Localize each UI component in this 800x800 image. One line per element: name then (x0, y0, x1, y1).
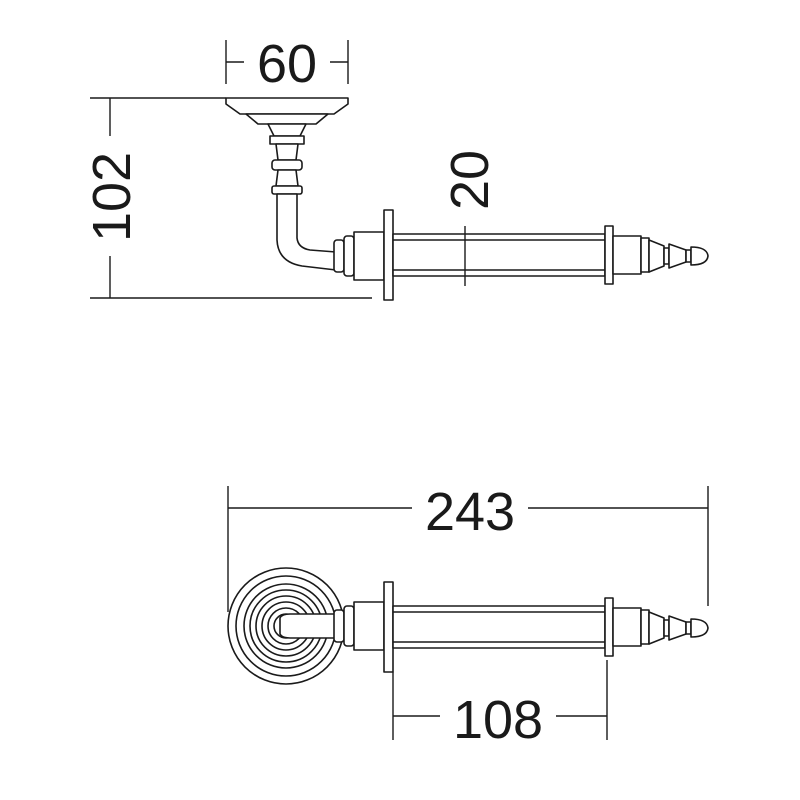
bent-arm (276, 193, 337, 271)
end-plate-top (383, 581, 394, 673)
end-plate-side (383, 209, 394, 301)
dimension-label-60: 60 (257, 34, 317, 94)
tube-collar-side (604, 225, 614, 285)
dimension-base-width: 60 (225, 34, 349, 94)
wall-base-side (225, 97, 349, 195)
dimension-label-102: 102 (82, 152, 142, 242)
dimension-label-108: 108 (453, 690, 543, 750)
finial-side (612, 235, 709, 275)
dimension-tube-diameter: 20 (440, 150, 500, 286)
arm-top (279, 613, 337, 639)
arm-collar-top (333, 601, 385, 651)
arm-collar (333, 231, 385, 281)
roll-tube-top (392, 605, 606, 649)
tube-collar-top (604, 597, 614, 657)
dimension-label-243: 243 (425, 482, 515, 542)
dimension-overall-length: 243 (227, 482, 709, 612)
side-view: 60 102 20 (82, 34, 709, 301)
dimension-height: 102 (82, 97, 372, 299)
roll-tube-side (392, 233, 606, 277)
finial-top (612, 607, 709, 647)
dimension-roll-length: 108 (392, 660, 608, 750)
top-view: 243 108 (227, 482, 709, 750)
dimension-label-20: 20 (440, 150, 500, 210)
